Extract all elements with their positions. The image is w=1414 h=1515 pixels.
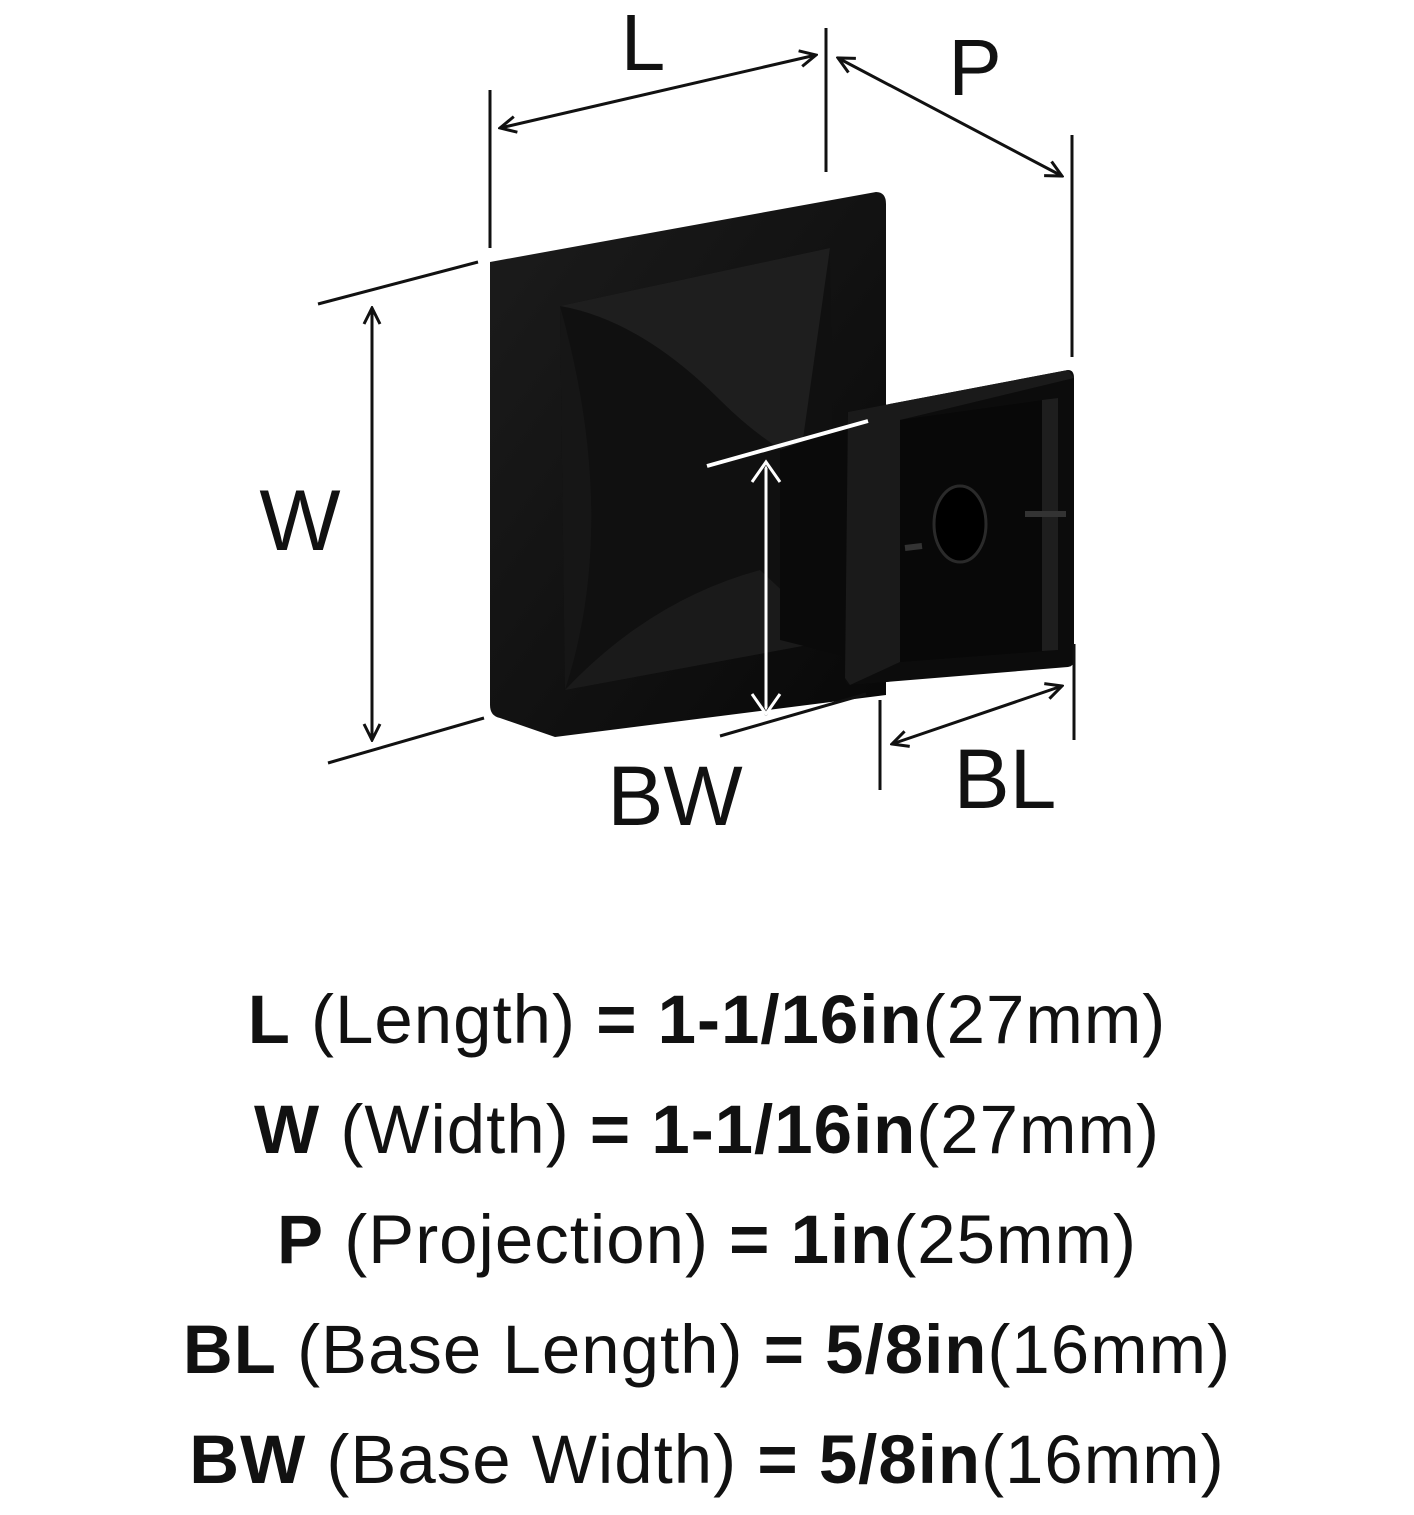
spec-width: W (Width) = 1-1/16in(27mm) [0, 1075, 1414, 1185]
label-W: W [259, 473, 340, 569]
spec-projection: P (Projection) = 1in(25mm) [0, 1185, 1414, 1295]
spec-symbol: BL [182, 1311, 277, 1388]
spec-length: L (Length) = 1-1/16in(27mm) [0, 965, 1414, 1075]
spec-symbol: L [247, 981, 291, 1058]
screw-hole [934, 486, 986, 562]
spec-base-length: BL (Base Length) = 5/8in(16mm) [0, 1295, 1414, 1405]
dimension-diagram: L P W BW BL [259, 0, 1076, 843]
spec-description: (Projection) [344, 1201, 709, 1278]
spec-equals: = [729, 1201, 771, 1278]
dimension-arrows [372, 55, 1062, 744]
projection-arrow [838, 58, 1062, 176]
spec-equals: = [596, 981, 638, 1058]
spec-equals: = [763, 1311, 805, 1388]
spec-description: (Base Width) [326, 1421, 738, 1498]
spec-imperial: 1in [790, 1201, 894, 1278]
label-BL: BL [954, 732, 1057, 826]
spec-equals: = [757, 1421, 799, 1498]
extension-lines [317, 28, 1076, 790]
spec-imperial: 1-1/16in [657, 981, 923, 1058]
base-length-arrow [892, 686, 1062, 744]
spec-symbol: W [254, 1091, 321, 1168]
spec-symbol: P [276, 1201, 325, 1278]
spec-imperial: 5/8in [825, 1311, 988, 1388]
label-BW: BW [607, 749, 742, 843]
spec-metric: (16mm) [981, 1421, 1225, 1498]
spec-description: (Base Length) [297, 1311, 744, 1388]
spec-symbol: BW [189, 1421, 307, 1498]
spec-equals: = [589, 1091, 632, 1168]
spec-description: (Width) [340, 1091, 570, 1168]
spec-imperial: 5/8in [818, 1421, 982, 1498]
spec-base-width: BW (Base Width) = 5/8in(16mm) [0, 1405, 1414, 1515]
label-P: P [948, 23, 1001, 112]
spec-metric: (16mm) [987, 1311, 1232, 1388]
dimension-specs: L (Length) = 1-1/16in(27mm) W (Width) = … [0, 965, 1414, 1515]
spec-imperial: 1-1/16in [651, 1091, 917, 1168]
length-arrow [500, 55, 816, 128]
spec-metric: (27mm) [916, 1091, 1160, 1168]
spec-description: (Length) [311, 981, 577, 1058]
spec-metric: (25mm) [893, 1201, 1137, 1278]
spec-metric: (27mm) [922, 981, 1167, 1058]
knob-illustration [490, 192, 1074, 737]
label-L: L [621, 0, 666, 87]
